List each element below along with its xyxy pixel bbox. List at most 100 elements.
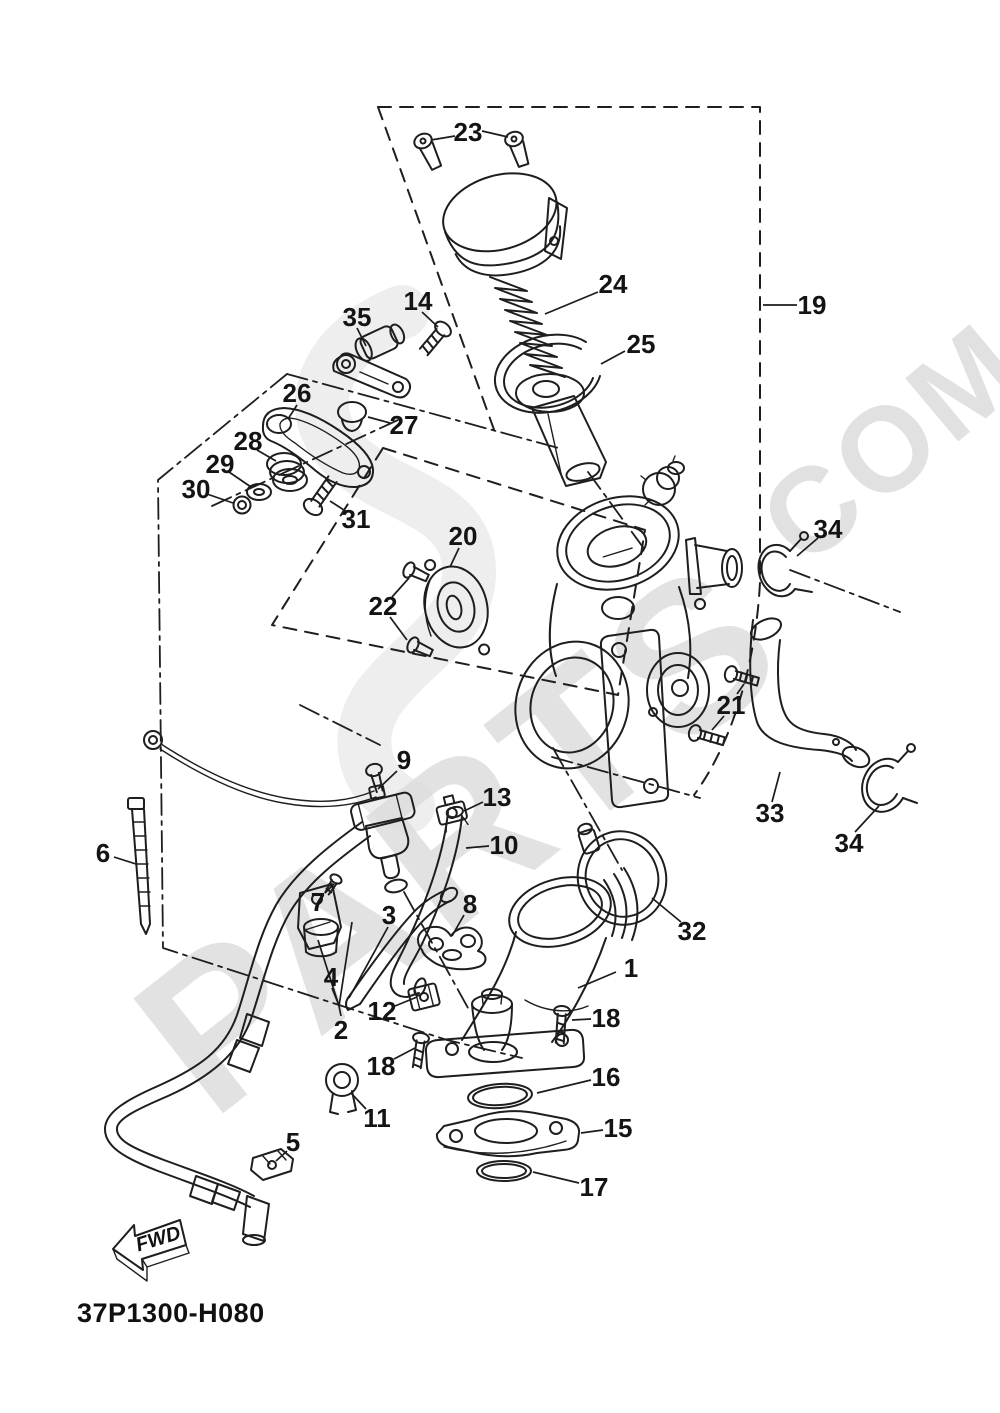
leader-line-12: [394, 996, 418, 1007]
fwd-arrow: FWD: [112, 1219, 190, 1282]
leader-line-8: [451, 914, 465, 937]
carb-intake-bell: [514, 640, 630, 770]
part-lead-wire: [143, 730, 386, 808]
callout-15: 15: [604, 1113, 633, 1143]
leader-line-18b: [393, 1047, 416, 1060]
leader-line-2-2: [338, 1005, 342, 1017]
callout-17: 17: [580, 1172, 609, 1202]
leader-line-30: [206, 493, 234, 504]
leader-line-2-1: [338, 921, 353, 1007]
carb-top-boss: [640, 455, 685, 506]
diagram-line-art: FWD: [103, 106, 918, 1282]
part-4-damper: [303, 918, 339, 958]
callout-25: 25: [627, 329, 656, 359]
leader-line-21-1: [711, 715, 725, 731]
leader-line-22: [391, 577, 410, 598]
leader-line-22-1: [389, 616, 408, 641]
callout-35: 35: [343, 302, 372, 332]
callout-33: 33: [756, 798, 785, 828]
callout-34b: 34: [835, 828, 864, 858]
callout-13: 13: [483, 782, 512, 812]
part-28-grommet: [266, 452, 308, 492]
part-24-spring: [489, 276, 566, 378]
callout-28: 28: [234, 426, 263, 456]
callout-30: 30: [182, 474, 211, 504]
leader-line-17: [532, 1171, 580, 1184]
leader-line-34a: [796, 537, 819, 557]
part-15-flange: [435, 1110, 581, 1158]
part-stay-bracket: [297, 883, 342, 950]
leader-line-33: [771, 771, 781, 803]
leader-line-24: [544, 291, 599, 315]
part-16-oring: [467, 1082, 533, 1110]
callout-14: 14: [404, 286, 433, 316]
callout-19: 19: [798, 290, 827, 320]
part-31-bolt: [302, 475, 338, 517]
callout-12: 12: [368, 996, 397, 1026]
callout-23: 23: [454, 117, 483, 147]
leader-line-32: [651, 897, 682, 923]
part-26-stay: [261, 407, 375, 489]
part-14-bolt: [418, 320, 452, 357]
part-vacuum-cap: [442, 172, 568, 277]
part-30-nut: [232, 495, 252, 515]
leader-line-23-1: [481, 130, 509, 138]
leader-line-31: [329, 500, 348, 513]
leader-line-23: [430, 135, 456, 141]
part-3-pipe: [345, 886, 459, 1011]
part-2-fuel-hose: [103, 821, 371, 1246]
leader-line-25: [600, 350, 626, 365]
leader-line-35: [356, 327, 367, 347]
callout-11: 11: [363, 1103, 391, 1133]
part-lower-joint: [468, 988, 518, 1063]
leader-line-10: [465, 845, 490, 849]
callout-9: 9: [397, 745, 411, 775]
callout-26: 26: [283, 378, 312, 408]
callout-24: 24: [599, 269, 628, 299]
leader-line-26: [287, 404, 298, 420]
part-20-sensor: [423, 559, 491, 656]
boundary-boxes: [157, 106, 761, 1059]
callout-1: 1: [624, 953, 638, 983]
callout-31: 31: [342, 504, 371, 534]
part-9-injector: [350, 762, 416, 894]
callout-22: 22: [369, 591, 398, 621]
leader-line-3: [348, 926, 389, 999]
part-25-diaphragm: [493, 333, 601, 414]
callout-5: 5: [286, 1127, 300, 1157]
part-34-clamp-top: [757, 531, 813, 598]
part-8-holder: [417, 925, 487, 971]
leader-line-20: [449, 547, 460, 568]
leader-line-18a: [571, 1018, 592, 1021]
part-27-plug: [337, 401, 367, 432]
leader-line-29: [228, 471, 252, 488]
leader-line-21: [736, 683, 745, 695]
part-33-hose: [749, 617, 871, 769]
part-21-screws: [687, 665, 760, 747]
part-34-clamp-bottom: [861, 743, 918, 813]
callout-7: 7: [311, 887, 325, 917]
leader-line-34b: [854, 805, 880, 833]
callout-27: 27: [390, 410, 419, 440]
leader-line-7: [324, 883, 335, 894]
carb-throttle-disc: [646, 652, 710, 728]
carb-bracket-plate: [599, 628, 670, 809]
callout-16: 16: [592, 1062, 621, 1092]
leader-line-1: [577, 971, 617, 989]
leader-line-14: [421, 311, 439, 328]
callout-3: 3: [382, 900, 396, 930]
callout-2: 2: [334, 1015, 348, 1045]
leader-line-4: [331, 987, 339, 1004]
watermark-swirl-shape: [295, 285, 497, 833]
part-22-screws: [402, 561, 434, 658]
part-35-solenoid: [332, 323, 412, 399]
callout-18a: 18: [592, 1003, 621, 1033]
callout-10: 10: [490, 830, 519, 860]
callout-34a: 34: [814, 514, 843, 544]
callout-29: 29: [206, 449, 235, 479]
callout-4: 4: [324, 962, 339, 992]
carb-fuel-port: [685, 537, 743, 595]
fwd-arrow-label: FWD: [133, 1222, 183, 1256]
leader-line-6: [113, 856, 137, 865]
